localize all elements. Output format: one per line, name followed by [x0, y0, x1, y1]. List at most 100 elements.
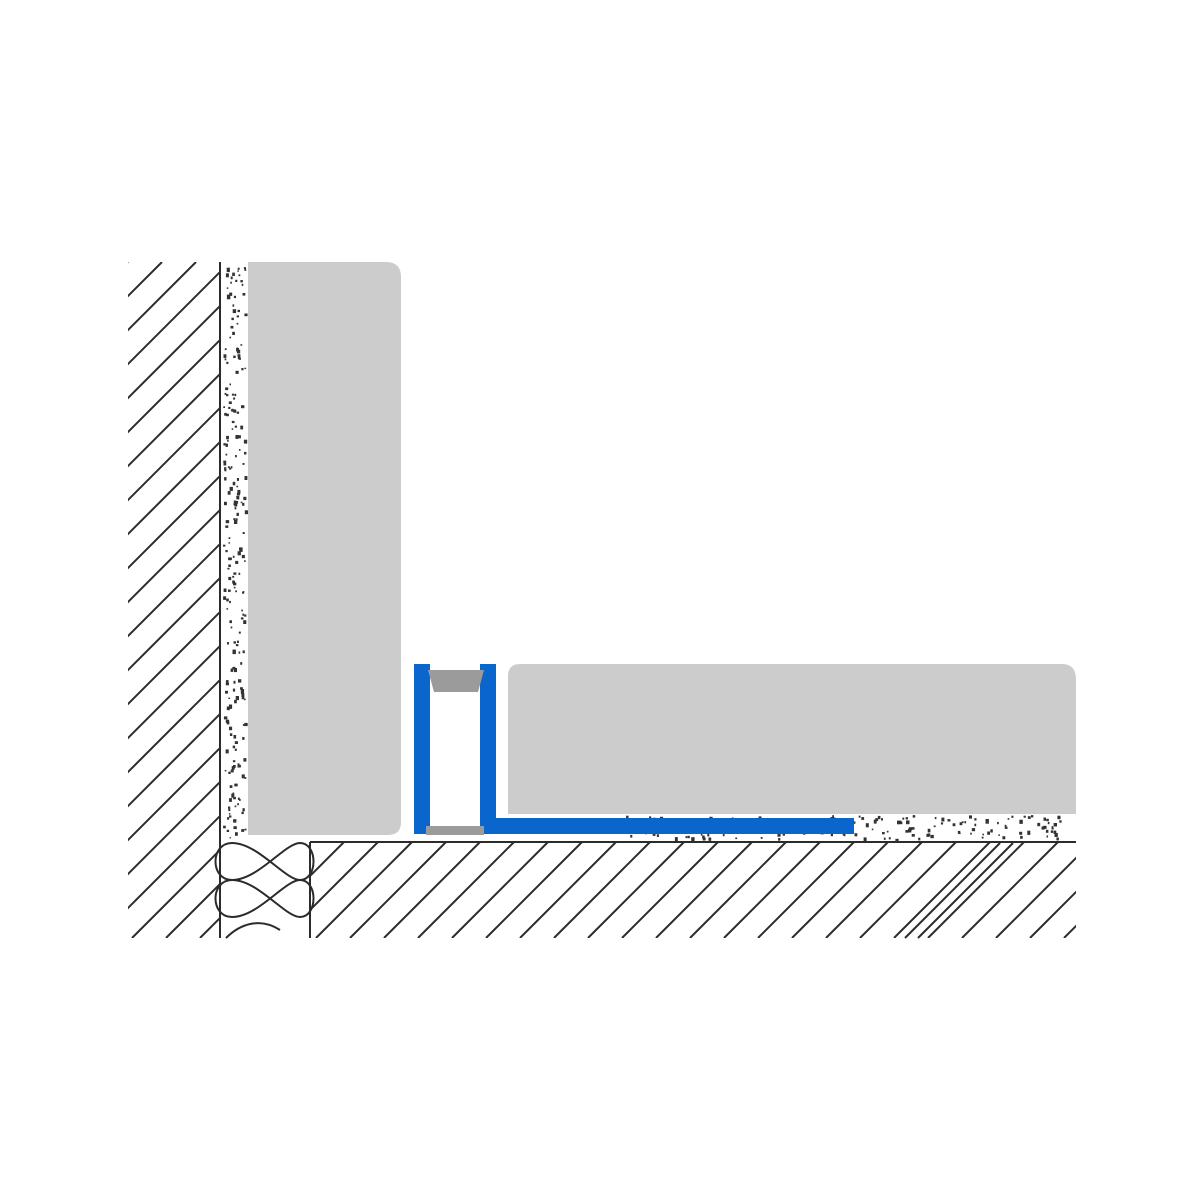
adhesive-speck [895, 838, 899, 843]
hatch-line [1098, 842, 1194, 938]
adhesive-speck [959, 822, 963, 826]
hatch-line [574, 262, 1200, 938]
adhesive-speck [908, 827, 913, 831]
adhesive-speck [990, 829, 993, 833]
adhesive-speck [961, 821, 964, 824]
adhesive-speck [235, 370, 239, 374]
hatch-line [791, 842, 889, 938]
hatch-line [608, 262, 1200, 938]
adhesive-speck [888, 837, 891, 840]
adhesive-speck [240, 689, 245, 694]
adhesive-speck [234, 393, 237, 397]
hatch-line [128, 576, 220, 672]
hatch-line [1166, 842, 1200, 938]
adhesive-speck [735, 837, 738, 840]
hatch-line [336, 262, 1012, 938]
adhesive-speck [242, 650, 245, 654]
adhesive-speck [777, 833, 781, 837]
adhesive-speck [1019, 831, 1023, 835]
adhesive-speck [237, 270, 239, 272]
adhesive-speck [244, 614, 247, 617]
adhesive-speck [842, 833, 845, 836]
adhesive-speck [234, 783, 238, 787]
adhesive-speck [234, 520, 238, 524]
hatch-line [995, 856, 1076, 938]
hatch-line [131, 848, 220, 938]
adhesive-speck [902, 817, 905, 820]
hatch-line [349, 842, 447, 938]
adhesive-speck [236, 322, 239, 325]
adhesive-speck [233, 295, 236, 299]
adhesive-speck [244, 476, 248, 480]
adhesive-speck [225, 682, 229, 686]
hatch-line [1132, 842, 1200, 938]
adhesive-speck [702, 837, 706, 841]
adhesive-speck [233, 409, 237, 413]
hatch-line [519, 842, 617, 938]
adhesive-speck [232, 304, 235, 307]
adhesive-speck [1051, 826, 1054, 829]
adhesive-speck [233, 668, 237, 673]
adhesive-speck [722, 834, 725, 837]
adhesive-speck [241, 693, 245, 697]
adhesive-speck [232, 272, 235, 276]
adhesive-speck [230, 626, 233, 629]
adhesive-speck [235, 590, 237, 593]
adhesive-speck [231, 317, 234, 321]
adhesive-speck [1027, 830, 1031, 835]
adhesive-speck [224, 469, 227, 472]
adhesive-speck [1041, 826, 1045, 830]
adhesive-speck [233, 641, 236, 644]
adhesive-speck [242, 293, 246, 296]
adhesive-speck [231, 766, 235, 770]
adhesive-speck [237, 765, 240, 768]
adhesive-speck [243, 496, 247, 501]
adhesive-speck [237, 267, 240, 270]
adhesive-speck [964, 821, 967, 824]
adhesive-speck [243, 758, 247, 762]
adhesive-speck [229, 486, 233, 491]
hatch-line [128, 262, 163, 298]
adhesive-speck [927, 828, 931, 833]
adhesive-speck [1054, 832, 1058, 837]
adhesive-speck [236, 495, 240, 500]
adhesive-speck [226, 721, 230, 725]
adhesive-speck [232, 481, 236, 486]
adhesive-speck [1051, 827, 1054, 830]
adhesive-speck [238, 449, 241, 451]
adhesive-speck [238, 764, 241, 768]
adhesive-speck [233, 680, 236, 684]
adhesive-speck [230, 466, 233, 469]
adhesive-speck [237, 797, 240, 800]
adhesive-speck [223, 406, 225, 408]
adhesive-speck [656, 834, 659, 837]
adhesive-speck [1043, 825, 1047, 829]
adhesive-speck [241, 609, 243, 612]
adhesive-speck [229, 815, 232, 818]
adhesive-speck [223, 588, 227, 592]
adhesive-speck [1047, 821, 1050, 824]
adhesive-speck [226, 267, 230, 273]
adhesive-speck [974, 818, 977, 821]
adhesive-speck [229, 785, 233, 788]
adhesive-speck [1047, 822, 1050, 825]
adhesive-speck [234, 699, 237, 704]
adhesive-speck [238, 679, 242, 683]
adhesive-speck [242, 463, 245, 465]
adhesive-speck [232, 688, 236, 692]
adhesive-speck [241, 554, 245, 559]
adhesive-speck [240, 501, 243, 504]
hatch-line [825, 842, 923, 938]
adhesive-speck [225, 680, 229, 684]
adhesive-speck [225, 443, 228, 447]
adhesive-speck [241, 368, 244, 371]
adhesive-speck [243, 698, 246, 701]
hatch-line [778, 262, 1200, 938]
hatch-line [710, 262, 1200, 938]
hatch-line [315, 842, 413, 938]
adhesive-speck [918, 837, 921, 841]
joint-insert [428, 670, 484, 692]
adhesive-speck [854, 833, 858, 837]
hatch-line [128, 814, 220, 910]
adhesive-speck [223, 825, 226, 829]
